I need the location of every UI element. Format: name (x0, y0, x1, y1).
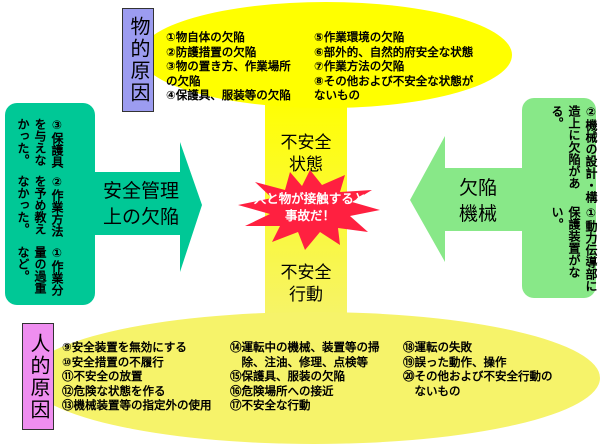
human-causes-ellipse (28, 312, 600, 444)
list-item: ⑯危険場所への接近 (230, 383, 334, 398)
list-item: ②作業方法を予め教えなかった。 (16, 174, 64, 237)
list-item: の欠陥 (166, 73, 201, 88)
unsafe-action-line: 行動 (289, 285, 323, 305)
human-cause-label: 人的原因 (22, 323, 54, 430)
unsafe-state-line: 状態 (289, 155, 323, 175)
collision-line: 人と物が接触すると (253, 191, 367, 206)
unsafe-action-label: 不安全 行動 (270, 262, 342, 306)
list-item: ②防護措置の欠陥 (166, 44, 257, 59)
list-item: ⑬機械装置等の指定外の使用 (62, 398, 212, 412)
management-defect-label: 安全管理 上の欠陥 (96, 178, 186, 230)
list-item: ③物の置き方、作業場所 (166, 59, 291, 73)
management-defects-list: ③保護具を与えなかった。 ②作業方法を予め教えなかった。 ①作業分量の過重など。 (14, 118, 65, 298)
collision-burst (238, 170, 380, 250)
list-item: ないもの (314, 88, 360, 102)
physical-cause-list-2: ⑤作業環境の欠陥 ⑥部外的、自然的府安全な状態 ⑦作業方法の欠陥 ⑧その他および… (314, 30, 473, 103)
unsafe-state-label: 不安全 状態 (270, 132, 342, 176)
list-item: ⑪不安全の放置 (62, 369, 143, 383)
list-item: ⑰不安全な行動 (230, 398, 311, 412)
label-line: 欠陥 (458, 177, 497, 199)
machine-defect-label: 欠陥 機械 (448, 175, 508, 227)
list-item: ④保護具、服装等の欠陥 (166, 88, 291, 102)
management-arrow (90, 142, 202, 272)
machine-arrow (410, 136, 527, 262)
list-item: ①作業分量の過重など。 (16, 245, 64, 296)
label-line: 上の欠陥 (102, 206, 179, 228)
list-item: ⑫危険な状態を作る (62, 383, 166, 398)
human-cause-list-3: ⑱運転の失敗 ⑲誤った動作、操作 ⑳その他および不安全行動の ないもの (403, 340, 553, 398)
list-item: ⑮保護具、服装の欠陥 (230, 369, 345, 383)
label-line: 安全管理 (102, 180, 179, 202)
label-line: 機械 (458, 203, 497, 225)
list-item: ⑲誤った動作、操作 (403, 354, 507, 369)
unsafe-state-line: 不安全 (280, 133, 332, 153)
human-cause-list-1: ⑨安全装置を無効にする ⑩安全措置の不履行 ⑪不安全の放置 ⑫危険な状態を作る … (62, 340, 212, 413)
management-defects-box (5, 103, 95, 305)
machine-defects-box (522, 98, 596, 298)
list-item: ⑧その他および不安全な状態が (314, 73, 474, 88)
unsafe-action-line: 不安全 (280, 263, 332, 283)
list-item: ⑦作業方法の欠陥 (314, 59, 405, 73)
list-item: ①物自体の欠陥 (166, 30, 245, 44)
collision-line: 事故だ！ (284, 208, 335, 223)
list-item: ないもの (403, 383, 461, 398)
collision-text: 人と物が接触すると 事故だ！ (240, 190, 380, 224)
list-item: ⑭運転中の機械、装置等の掃 (230, 340, 380, 354)
list-item: ③保護具を与えなかった。 (16, 118, 64, 168)
human-cause-list-2: ⑭運転中の機械、装置等の掃 除、注油、修理、点検等 ⑮保護具、服装の欠陥 ⑯危険… (230, 340, 380, 413)
machine-defects-list: ②機械の設計・構造上に欠陥がある。 ①動力伝導部に保護装置がない。 (548, 105, 599, 295)
list-item: ⑱運転の失敗 (403, 340, 472, 354)
list-item: 除、注油、修理、点検等 (230, 354, 368, 369)
list-item: ⑩安全措置の不履行 (62, 354, 164, 369)
list-item: ①動力伝導部に保護装置がない。 (550, 205, 598, 292)
list-item: ⑳その他および不安全行動の (403, 369, 553, 383)
physical-cause-list-1: ①物自体の欠陥 ②防護措置の欠陥 ③物の置き方、作業場所 の欠陥 ④保護具、服装… (166, 30, 291, 103)
list-item: ②機械の設計・構造上に欠陥がある。 (550, 105, 598, 203)
list-item: ⑥部外的、自然的府安全な状態 (314, 44, 474, 59)
physical-causes-ellipse (140, 2, 512, 108)
list-item: ⑤作業環境の欠陥 (314, 30, 405, 44)
list-item: ⑨安全装置を無効にする (62, 340, 187, 354)
physical-cause-label: 物的原因 (122, 8, 154, 112)
